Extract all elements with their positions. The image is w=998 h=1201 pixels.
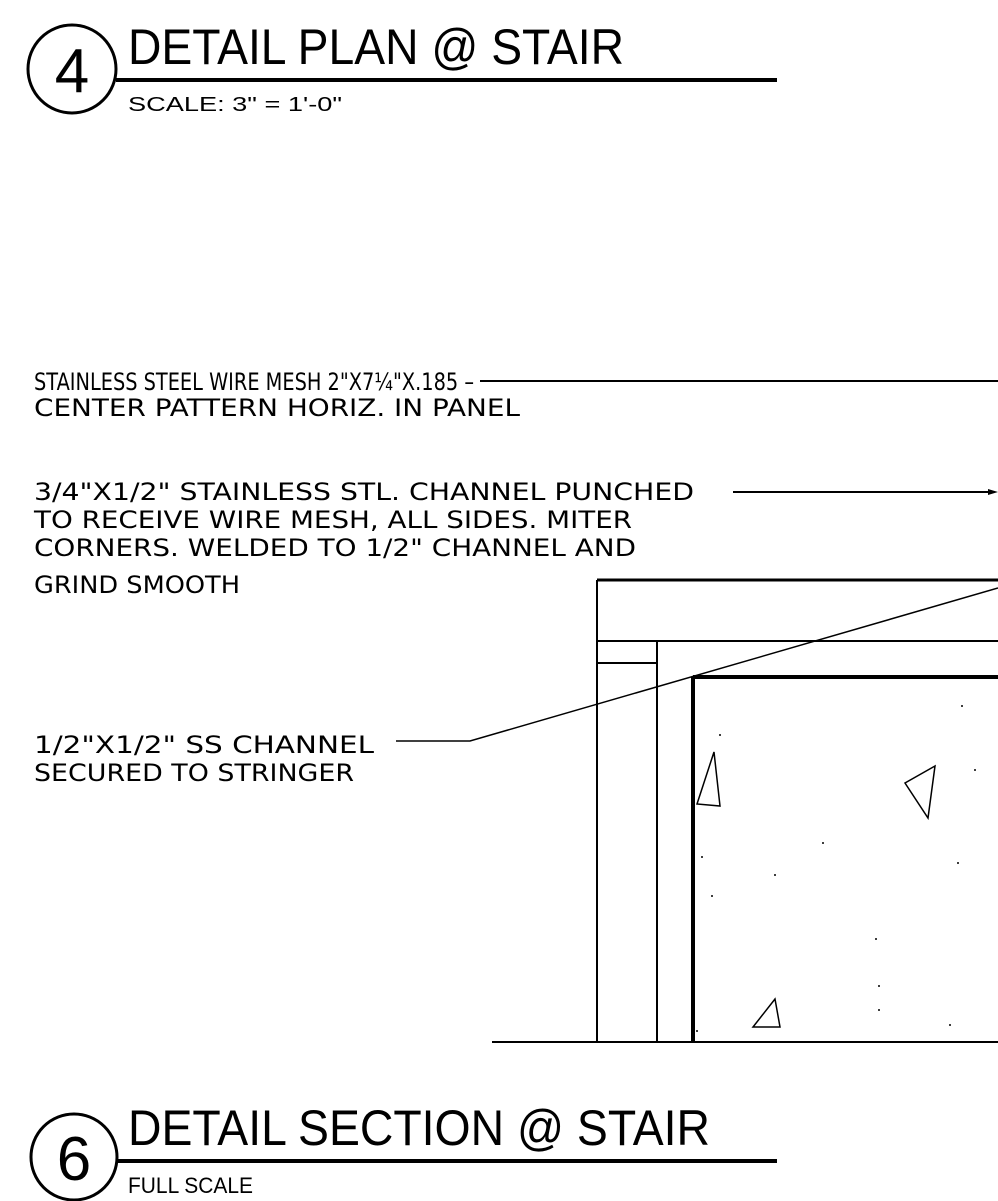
- aggregate-triangle: [751, 997, 781, 1028]
- detail-section-title-block: 6 DETAIL SECTION @ STAIR FULL SCALE: [29, 1100, 777, 1201]
- detail-plan-title-block: 4 DETAIL PLAN @ STAIR SCALE: 3" = 1'-0": [26, 19, 777, 116]
- ss-channel-note: 1/2"X1/2" SS CHANNEL SECURED TO STRINGER: [34, 587, 998, 787]
- aggregate-dot: [974, 769, 976, 771]
- wire-mesh-note-line2: CENTER PATTERN HORIZ. IN PANEL: [34, 394, 521, 422]
- aggregate-dot: [875, 938, 877, 940]
- aggregate-dot: [949, 1024, 951, 1026]
- detail-plan-scale: SCALE: 3" = 1'-0": [128, 94, 342, 116]
- detail-section-scale: FULL SCALE: [128, 1173, 253, 1198]
- aggregate-triangle: [695, 751, 721, 807]
- detail-section-number: 6: [57, 1125, 91, 1194]
- channel-leader-arrowhead: [988, 489, 998, 495]
- channel-note-line4: GRIND SMOOTH: [34, 571, 240, 599]
- ss-channel-note-line2: SECURED TO STRINGER: [34, 759, 354, 787]
- aggregate-dot: [878, 1009, 880, 1011]
- aggregate-dot: [822, 842, 824, 844]
- aggregate-dot: [961, 705, 963, 707]
- aggregate-triangle: [903, 764, 936, 821]
- aggregate-dots: [696, 705, 976, 1032]
- aggregate-dot: [774, 874, 776, 876]
- aggregate-dot: [701, 856, 703, 858]
- channel-note-line2: TO RECEIVE WIRE MESH, ALL SIDES. MITER: [33, 506, 632, 534]
- ss-channel-leader: [396, 587, 998, 742]
- aggregate-dot: [957, 862, 959, 864]
- channel-note-line3: CORNERS. WELDED TO 1/2" CHANNEL AND: [34, 534, 636, 562]
- wire-mesh-note: STAINLESS STEEL WIRE MESH 2"X7¼"X.185 – …: [34, 368, 998, 422]
- channel-note-line1: 3/4"X1/2" STAINLESS STL. CHANNEL PUNCHED: [34, 478, 694, 506]
- detail-plan-number: 4: [55, 37, 89, 106]
- detail-plan-title: DETAIL PLAN @ STAIR: [128, 19, 624, 75]
- stair-section-drawing: [492, 578, 998, 1043]
- aggregate-dot: [719, 734, 721, 736]
- ss-channel-note-line1: 1/2"X1/2" SS CHANNEL: [34, 731, 375, 759]
- detail-plan-number-bubble: [26, 23, 118, 115]
- aggregate-dot: [711, 895, 713, 897]
- channel-note: 3/4"X1/2" STAINLESS STL. CHANNEL PUNCHED…: [33, 478, 998, 599]
- wire-mesh-note-line1: STAINLESS STEEL WIRE MESH 2"X7¼"X.185 –: [34, 368, 474, 396]
- aggregate-dot: [878, 985, 880, 987]
- detail-section-number-bubble: [29, 1112, 119, 1201]
- detail-section-title: DETAIL SECTION @ STAIR: [128, 1100, 710, 1156]
- aggregate-dot: [696, 1030, 698, 1032]
